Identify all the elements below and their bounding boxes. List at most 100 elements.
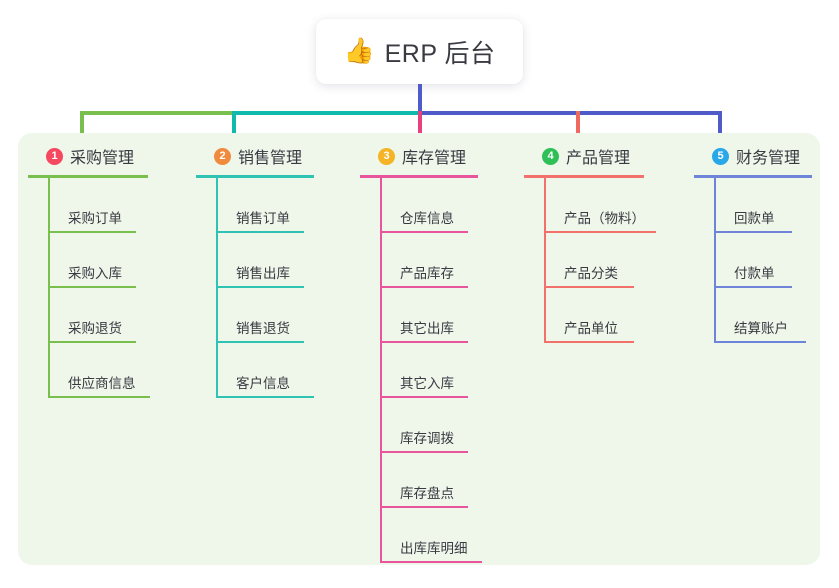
- list-item-rule: [50, 231, 136, 233]
- list-item-rule: [382, 506, 468, 508]
- list-item-label: 回款单: [734, 211, 775, 226]
- branch-drop-4: [576, 111, 580, 145]
- list-item-label: 产品分类: [564, 266, 618, 281]
- list-item[interactable]: 产品库存: [382, 233, 478, 288]
- list-item-rule: [382, 341, 468, 343]
- list-item-rule: [716, 286, 792, 288]
- list-item[interactable]: 销售出库: [218, 233, 314, 288]
- column-item-list: 回款单付款单结算账户: [714, 178, 812, 343]
- list-item-label: 出库库明细: [400, 541, 468, 556]
- list-item-rule: [382, 561, 482, 563]
- branch-drop-5: [718, 111, 722, 145]
- list-item-rule: [218, 341, 304, 343]
- column-item-list: 产品（物料） 产品分类产品单位: [544, 178, 656, 343]
- list-item-rule: [218, 286, 304, 288]
- column-header-rule: [196, 175, 314, 178]
- column-5: 5 财务管理回款单付款单结算账户: [694, 145, 812, 343]
- column-title: 库存管理: [402, 150, 467, 167]
- list-item[interactable]: 产品（物料）: [546, 178, 656, 233]
- list-item-rule: [50, 286, 136, 288]
- list-item-rule: [50, 396, 150, 398]
- thumbs-up-icon: 👍: [343, 37, 375, 65]
- list-item[interactable]: 产品单位: [546, 288, 644, 343]
- list-item-label: 库存盘点: [400, 486, 454, 501]
- list-item-label: 付款单: [734, 266, 775, 281]
- list-item-label: 仓库信息: [400, 211, 454, 226]
- list-item-label: 销售退货: [236, 321, 290, 336]
- column-number-badge: 4: [542, 147, 559, 165]
- list-item[interactable]: 采购退货: [50, 288, 148, 343]
- column-header-rule: [524, 175, 644, 178]
- column-2: 2 销售管理销售订单销售出库销售退货客户信息: [196, 145, 314, 398]
- list-item-rule: [382, 396, 468, 398]
- list-item[interactable]: 其它入库: [382, 343, 478, 398]
- list-item[interactable]: 回款单: [716, 178, 812, 233]
- list-item[interactable]: 库存调拨: [382, 398, 478, 453]
- list-item-rule: [546, 341, 634, 343]
- list-item[interactable]: 采购入库: [50, 233, 148, 288]
- list-item-label: 产品（物料）: [564, 211, 645, 226]
- column-header-rule: [360, 175, 478, 178]
- list-item-rule: [546, 286, 634, 288]
- branch-drop-2: [232, 111, 236, 145]
- column-4: 4 产品管理产品（物料） 产品分类产品单位: [524, 145, 656, 343]
- column-title: 采购管理: [70, 150, 135, 167]
- list-item-label: 供应商信息: [68, 376, 136, 391]
- list-item-label: 库存调拨: [400, 431, 454, 446]
- column-title: 产品管理: [566, 150, 631, 167]
- list-item-rule: [382, 286, 468, 288]
- bus-segment-blue: [420, 111, 722, 115]
- list-item-label: 客户信息: [236, 376, 290, 391]
- list-item-label: 采购订单: [68, 211, 122, 226]
- list-item-rule: [218, 231, 304, 233]
- list-item-label: 其它出库: [400, 321, 454, 336]
- list-item-rule: [716, 231, 792, 233]
- branch-drop-3: [418, 111, 422, 145]
- column-header-5[interactable]: 5 财务管理: [694, 145, 812, 167]
- list-item-rule: [382, 231, 468, 233]
- list-item[interactable]: 销售订单: [218, 178, 314, 233]
- list-item-rule: [382, 451, 468, 453]
- list-item[interactable]: 仓库信息: [382, 178, 478, 233]
- list-item-label: 产品库存: [400, 266, 454, 281]
- list-item-label: 采购入库: [68, 266, 122, 281]
- list-item-rule: [546, 231, 656, 233]
- list-item-label: 采购退货: [68, 321, 122, 336]
- column-number-badge: 3: [378, 147, 395, 165]
- list-item-label: 其它入库: [400, 376, 454, 391]
- list-item[interactable]: 其它出库: [382, 288, 478, 343]
- list-item-label: 销售订单: [236, 211, 290, 226]
- column-header-4[interactable]: 4 产品管理: [524, 145, 644, 167]
- list-item-label: 结算账户: [734, 321, 788, 336]
- list-item[interactable]: 销售退货: [218, 288, 314, 343]
- bus-segment-teal: [232, 111, 420, 115]
- column-header-1[interactable]: 1 采购管理: [28, 145, 148, 167]
- column-title: 销售管理: [238, 150, 303, 167]
- list-item[interactable]: 采购订单: [50, 178, 148, 233]
- column-number-badge: 2: [214, 147, 231, 165]
- list-item[interactable]: 客户信息: [218, 343, 314, 398]
- list-item[interactable]: 结算账户: [716, 288, 812, 343]
- column-header-rule: [694, 175, 812, 178]
- list-item[interactable]: 供应商信息: [50, 343, 150, 398]
- column-title: 财务管理: [736, 150, 801, 167]
- column-item-list: 仓库信息产品库存其它出库其它入库库存调拨库存盘点出库库明细: [380, 178, 482, 563]
- list-item-rule: [50, 341, 136, 343]
- column-header-3[interactable]: 3 库存管理: [360, 145, 478, 167]
- root-node-card[interactable]: 👍 ERP 后台: [316, 19, 523, 84]
- column-3: 3 库存管理仓库信息产品库存其它出库其它入库库存调拨库存盘点出库库明细: [360, 145, 482, 563]
- diagram-panel: [18, 133, 820, 565]
- list-item[interactable]: 库存盘点: [382, 453, 478, 508]
- column-number-badge: 5: [712, 147, 729, 165]
- root-stem-connector: [418, 84, 422, 113]
- list-item[interactable]: 产品分类: [546, 233, 644, 288]
- column-number-badge: 1: [46, 147, 63, 165]
- column-header-2[interactable]: 2 销售管理: [196, 145, 314, 167]
- list-item-rule: [716, 341, 806, 343]
- bus-segment-green: [80, 111, 232, 115]
- branch-drop-1: [80, 111, 84, 145]
- list-item-label: 销售出库: [236, 266, 290, 281]
- list-item[interactable]: 出库库明细: [382, 508, 482, 563]
- column-item-list: 采购订单采购入库采购退货供应商信息: [48, 178, 150, 398]
- list-item[interactable]: 付款单: [716, 233, 812, 288]
